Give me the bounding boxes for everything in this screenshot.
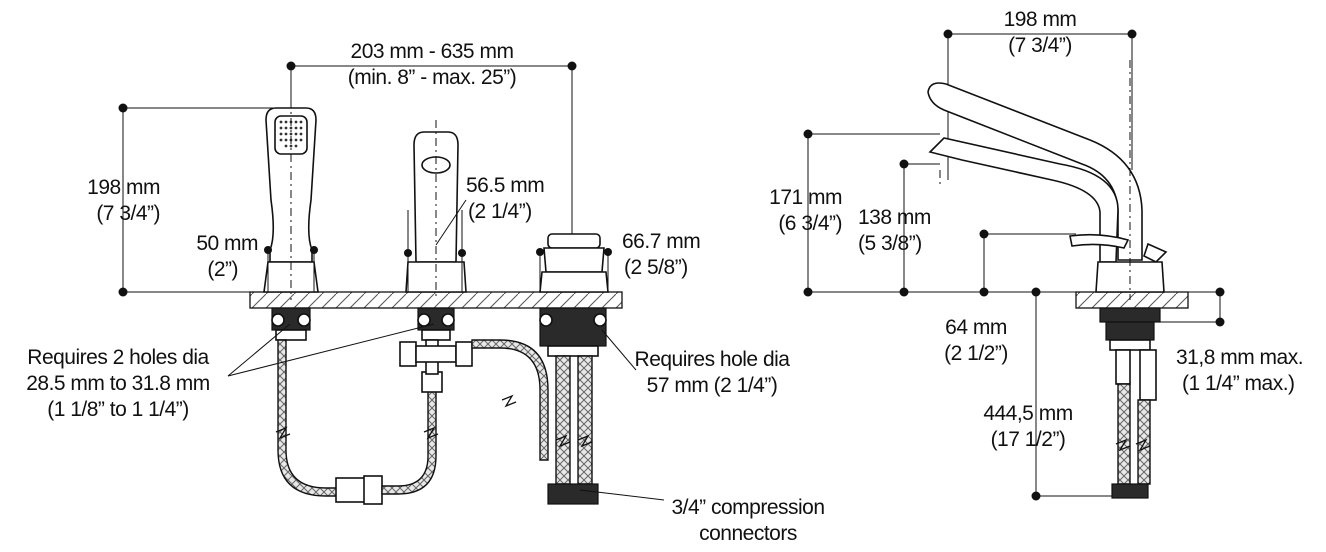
overall-height-label: 171 mm	[769, 186, 842, 209]
deck-thickness-imperial-label: (1 1/4” max.)	[1182, 372, 1295, 395]
spread-dimension-label: 203 mm - 635 mm	[350, 40, 514, 63]
shank-length-label: 444,5 mm	[983, 402, 1073, 425]
deck-side	[1075, 291, 1189, 309]
spout-base	[536, 233, 612, 293]
handshower	[263, 100, 319, 300]
spread-dimension-imperial-label: (min. 8” - max. 25”)	[347, 66, 517, 89]
handshower-height-label: 198 mm	[87, 176, 160, 199]
deck-thickness-label: 31,8 mm max.	[1176, 346, 1304, 369]
valve-width-label: 56.5 mm	[466, 174, 545, 197]
overall-height-imperial-label: (6 3/4”)	[778, 212, 842, 235]
faucet-side	[927, 60, 1168, 300]
lever-height-imperial-label: (2 1/2”)	[944, 342, 1008, 365]
valve-width-imperial-label: (2 1/4”)	[468, 200, 532, 223]
holes-note-line-2: 28.5 mm to 31.8 mm	[26, 372, 210, 395]
spout-height-imperial-label: (5 3/8”)	[858, 232, 922, 255]
holes-note-line-3: (1 1/8” to 1 1/4”)	[47, 398, 189, 421]
handshower-base-label: 50 mm	[196, 232, 258, 255]
shank-length-imperial-label: (17 1/2”)	[990, 428, 1066, 451]
hole-note-line-2: 57 mm (2 1/4”)	[646, 374, 778, 397]
spout-base-imperial-label: (2 5/8”)	[624, 256, 688, 279]
side-view	[803, 29, 1225, 501]
front-view	[118, 61, 665, 505]
diverter-valve	[404, 120, 467, 300]
handshower-base-imperial-label: (2”)	[207, 258, 238, 281]
spout-base-label: 66.7 mm	[622, 230, 701, 253]
spout-height-label: 138 mm	[858, 206, 931, 229]
reach-label: 198 mm	[1003, 8, 1077, 31]
connectors-note-line-2: connectors	[699, 522, 797, 545]
hole-note-line-1: Requires hole dia	[634, 348, 790, 371]
lever-height-label: 64 mm	[945, 316, 1007, 339]
reach-imperial-label: (7 3/4”)	[1008, 34, 1072, 57]
holes-note-line-1: Requires 2 holes dia	[27, 346, 209, 369]
connectors-note-line-1: 3/4” compression	[671, 496, 825, 519]
handshower-height-imperial-label: (7 3/4”)	[96, 202, 160, 225]
